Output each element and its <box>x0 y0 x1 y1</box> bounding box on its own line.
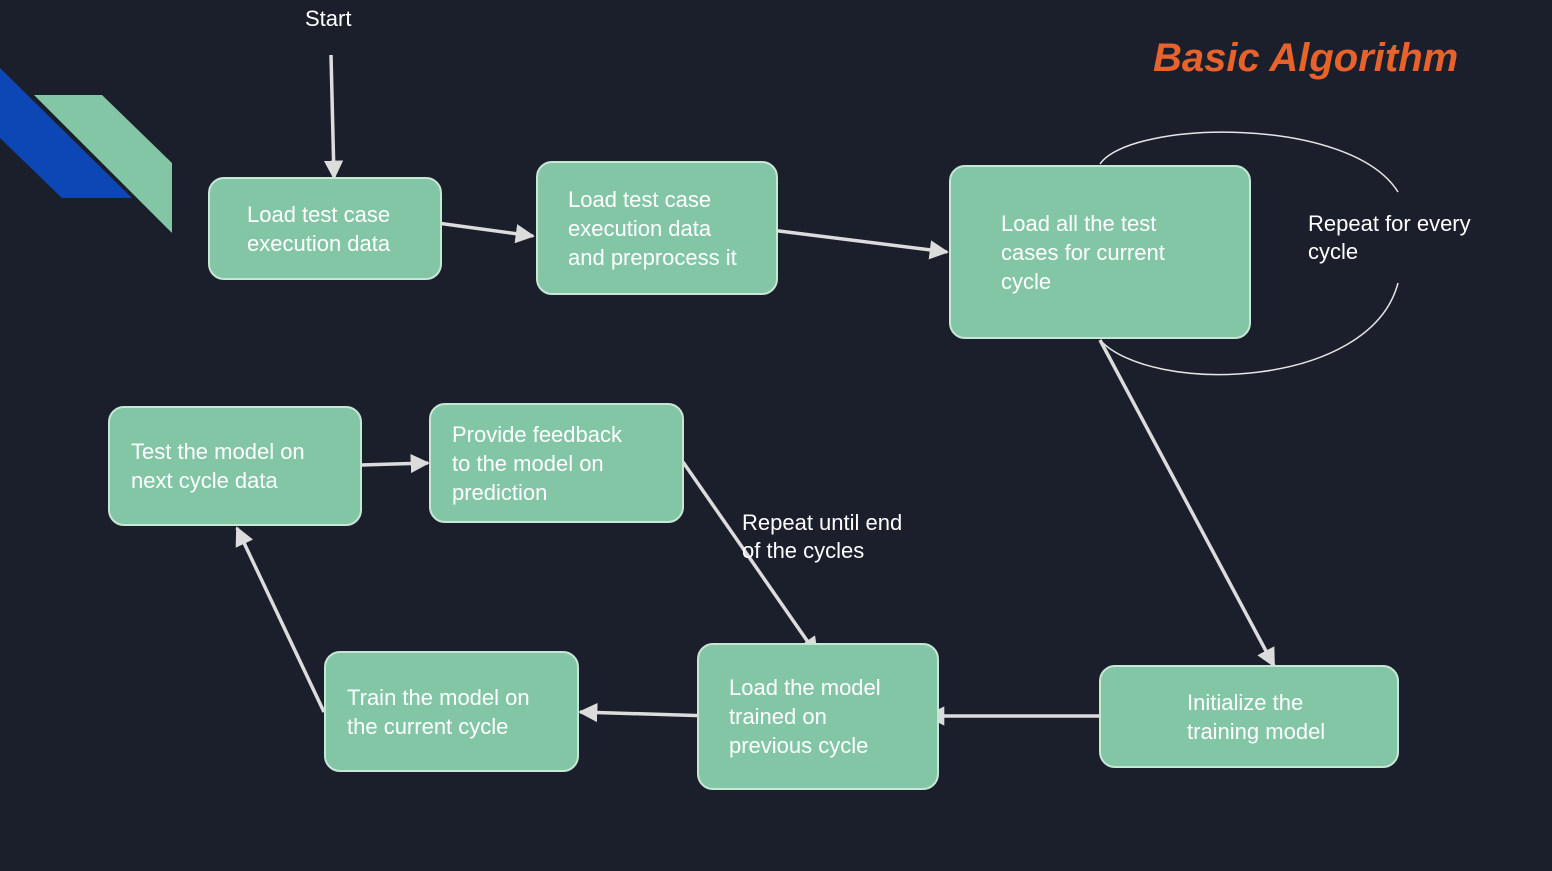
node-train-current-cycle: Train the model on the current cycle <box>324 651 579 772</box>
arrow-feedback-to-loadprev <box>681 461 819 657</box>
node-preprocess-data-text: Load test case execution data and prepro… <box>568 186 737 270</box>
repeat-until-end-label: Repeat until end of the cycles <box>742 510 903 563</box>
arrow-loadprev-to-train <box>578 702 713 723</box>
decorative-green-stripe <box>34 95 172 233</box>
node-test-next-cycle-text: Test the model on next cycle data <box>131 439 305 493</box>
node-load-test-case-data-text: Load test case execution data <box>247 201 391 256</box>
arrow-preprocess-to-cycle <box>762 227 949 260</box>
repeat-cycle-loop-bottom <box>1099 282 1399 376</box>
node-provide-feedback-text: Provide feedback to the model on predict… <box>452 421 622 505</box>
start-label: Start <box>305 6 352 31</box>
node-load-cycle-test-cases: Load all the test cases for current cycl… <box>949 165 1251 339</box>
arrow-train-to-test <box>235 526 326 713</box>
node-test-next-cycle: Test the model on next cycle data <box>108 406 362 526</box>
node-train-current-cycle-text: Train the model on the current cycle <box>347 684 530 739</box>
arrow-cycle-to-init <box>1098 339 1276 668</box>
node-initialize-model-text: Initialize the training model <box>1187 689 1326 744</box>
node-load-test-case-data: Load test case execution data <box>208 177 442 280</box>
node-load-previous-model-text: Load the model trained on previous cycle <box>729 675 881 758</box>
page-title: Basic Algorithm <box>1153 36 1459 80</box>
arrow-test-to-feedback <box>360 453 430 474</box>
node-preprocess-data: Load test case execution data and prepro… <box>536 161 778 295</box>
node-provide-feedback: Provide feedback to the model on predict… <box>429 403 684 523</box>
decorative-blue-stripe <box>0 68 132 198</box>
node-load-cycle-test-cases-text: Load all the test cases for current cycl… <box>1001 210 1165 294</box>
node-load-previous-model: Load the model trained on previous cycle <box>697 643 939 790</box>
arrow-load-to-preprocess <box>429 220 535 244</box>
node-initialize-model: Initialize the training model <box>1099 665 1399 768</box>
repeat-cycle-loop-top <box>1099 131 1399 193</box>
repeat-every-cycle-label: Repeat for every cycle <box>1308 211 1471 264</box>
arrow-start-to-load <box>323 54 344 180</box>
